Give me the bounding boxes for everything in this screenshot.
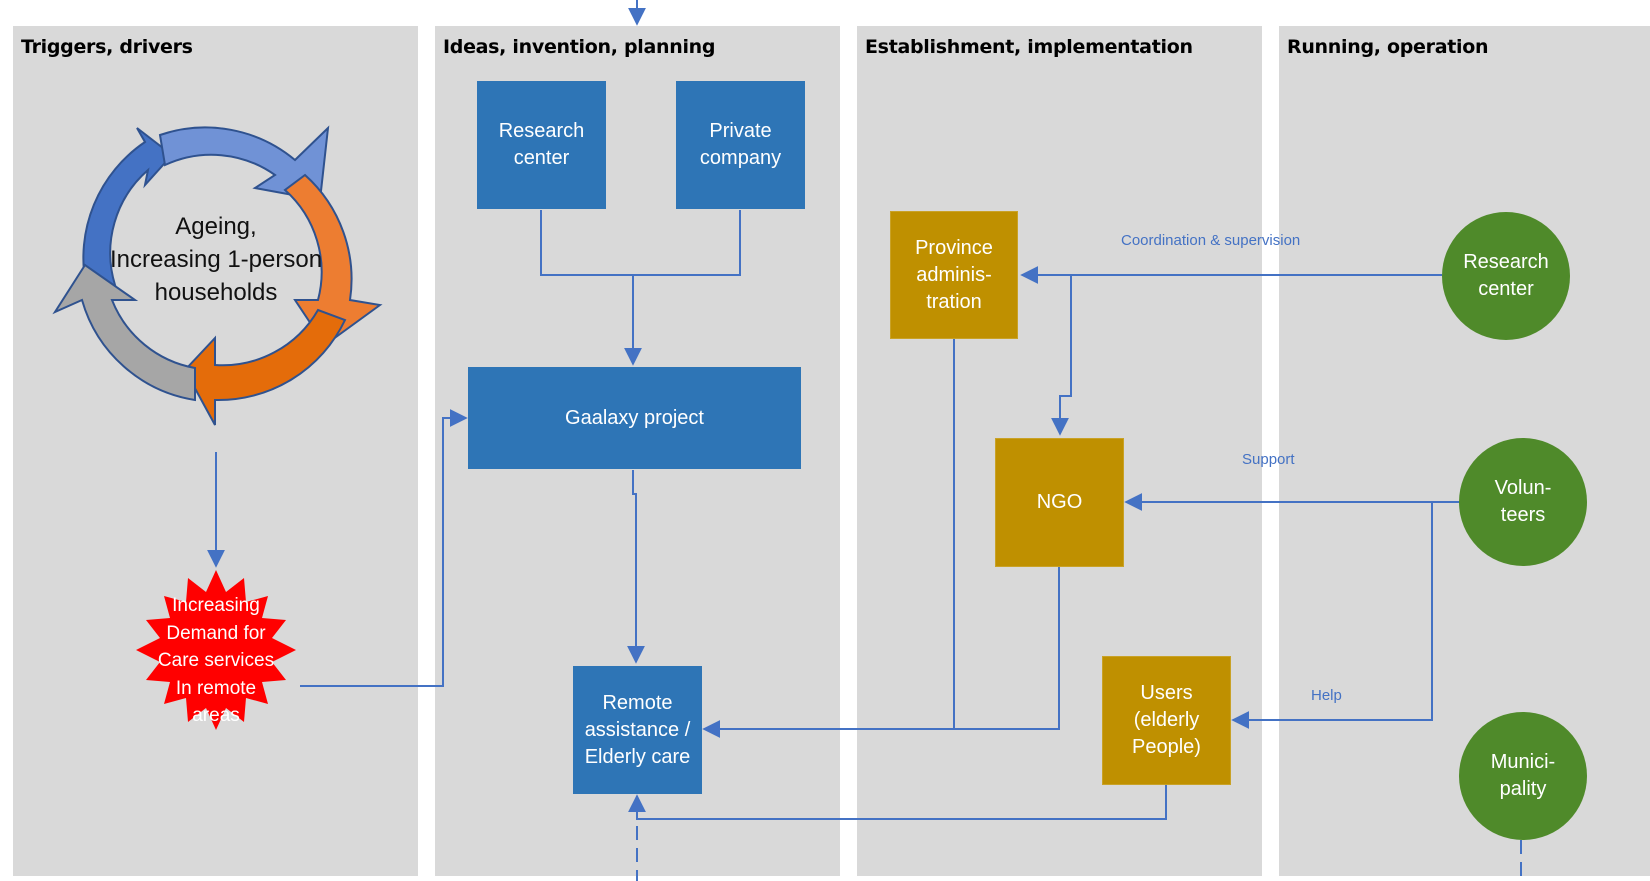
node-users: Users (elderly People): [1102, 656, 1231, 785]
node-province-administration: Province adminis- tration: [890, 211, 1018, 339]
node-private-company: Private company: [676, 81, 805, 209]
node-remote-assistance: Remote assistance / Elderly care: [573, 666, 702, 794]
label-help: Help: [1311, 687, 1342, 704]
cycle-arrows-icon: [52, 125, 383, 426]
lane-title: Running, operation: [1287, 36, 1489, 58]
cycle-label: Ageing, Increasing 1-person households: [109, 213, 323, 306]
node-ngo: NGO: [995, 438, 1124, 567]
lane-triggers: Triggers, drivers: [13, 26, 418, 876]
label-support: Support: [1242, 451, 1295, 468]
lane-title: Triggers, drivers: [21, 36, 193, 58]
node-research-center-top: Research center: [477, 81, 606, 209]
node-municipality: Munici- pality: [1459, 712, 1587, 840]
node-research-center-right: Research center: [1442, 212, 1570, 340]
lane-title: Establishment, implementation: [865, 36, 1193, 58]
burst-shape: [136, 570, 296, 730]
lane-title: Ideas, invention, planning: [443, 36, 716, 58]
node-volunteers: Volun- teers: [1459, 438, 1587, 566]
label-coordination-supervision: Coordination & supervision: [1121, 232, 1301, 249]
node-gaalaxy-project: Gaalaxy project: [468, 367, 801, 469]
lane-running: Running, operation: [1279, 26, 1650, 876]
burst-label: Increasing Demand for Care services In r…: [157, 595, 275, 726]
